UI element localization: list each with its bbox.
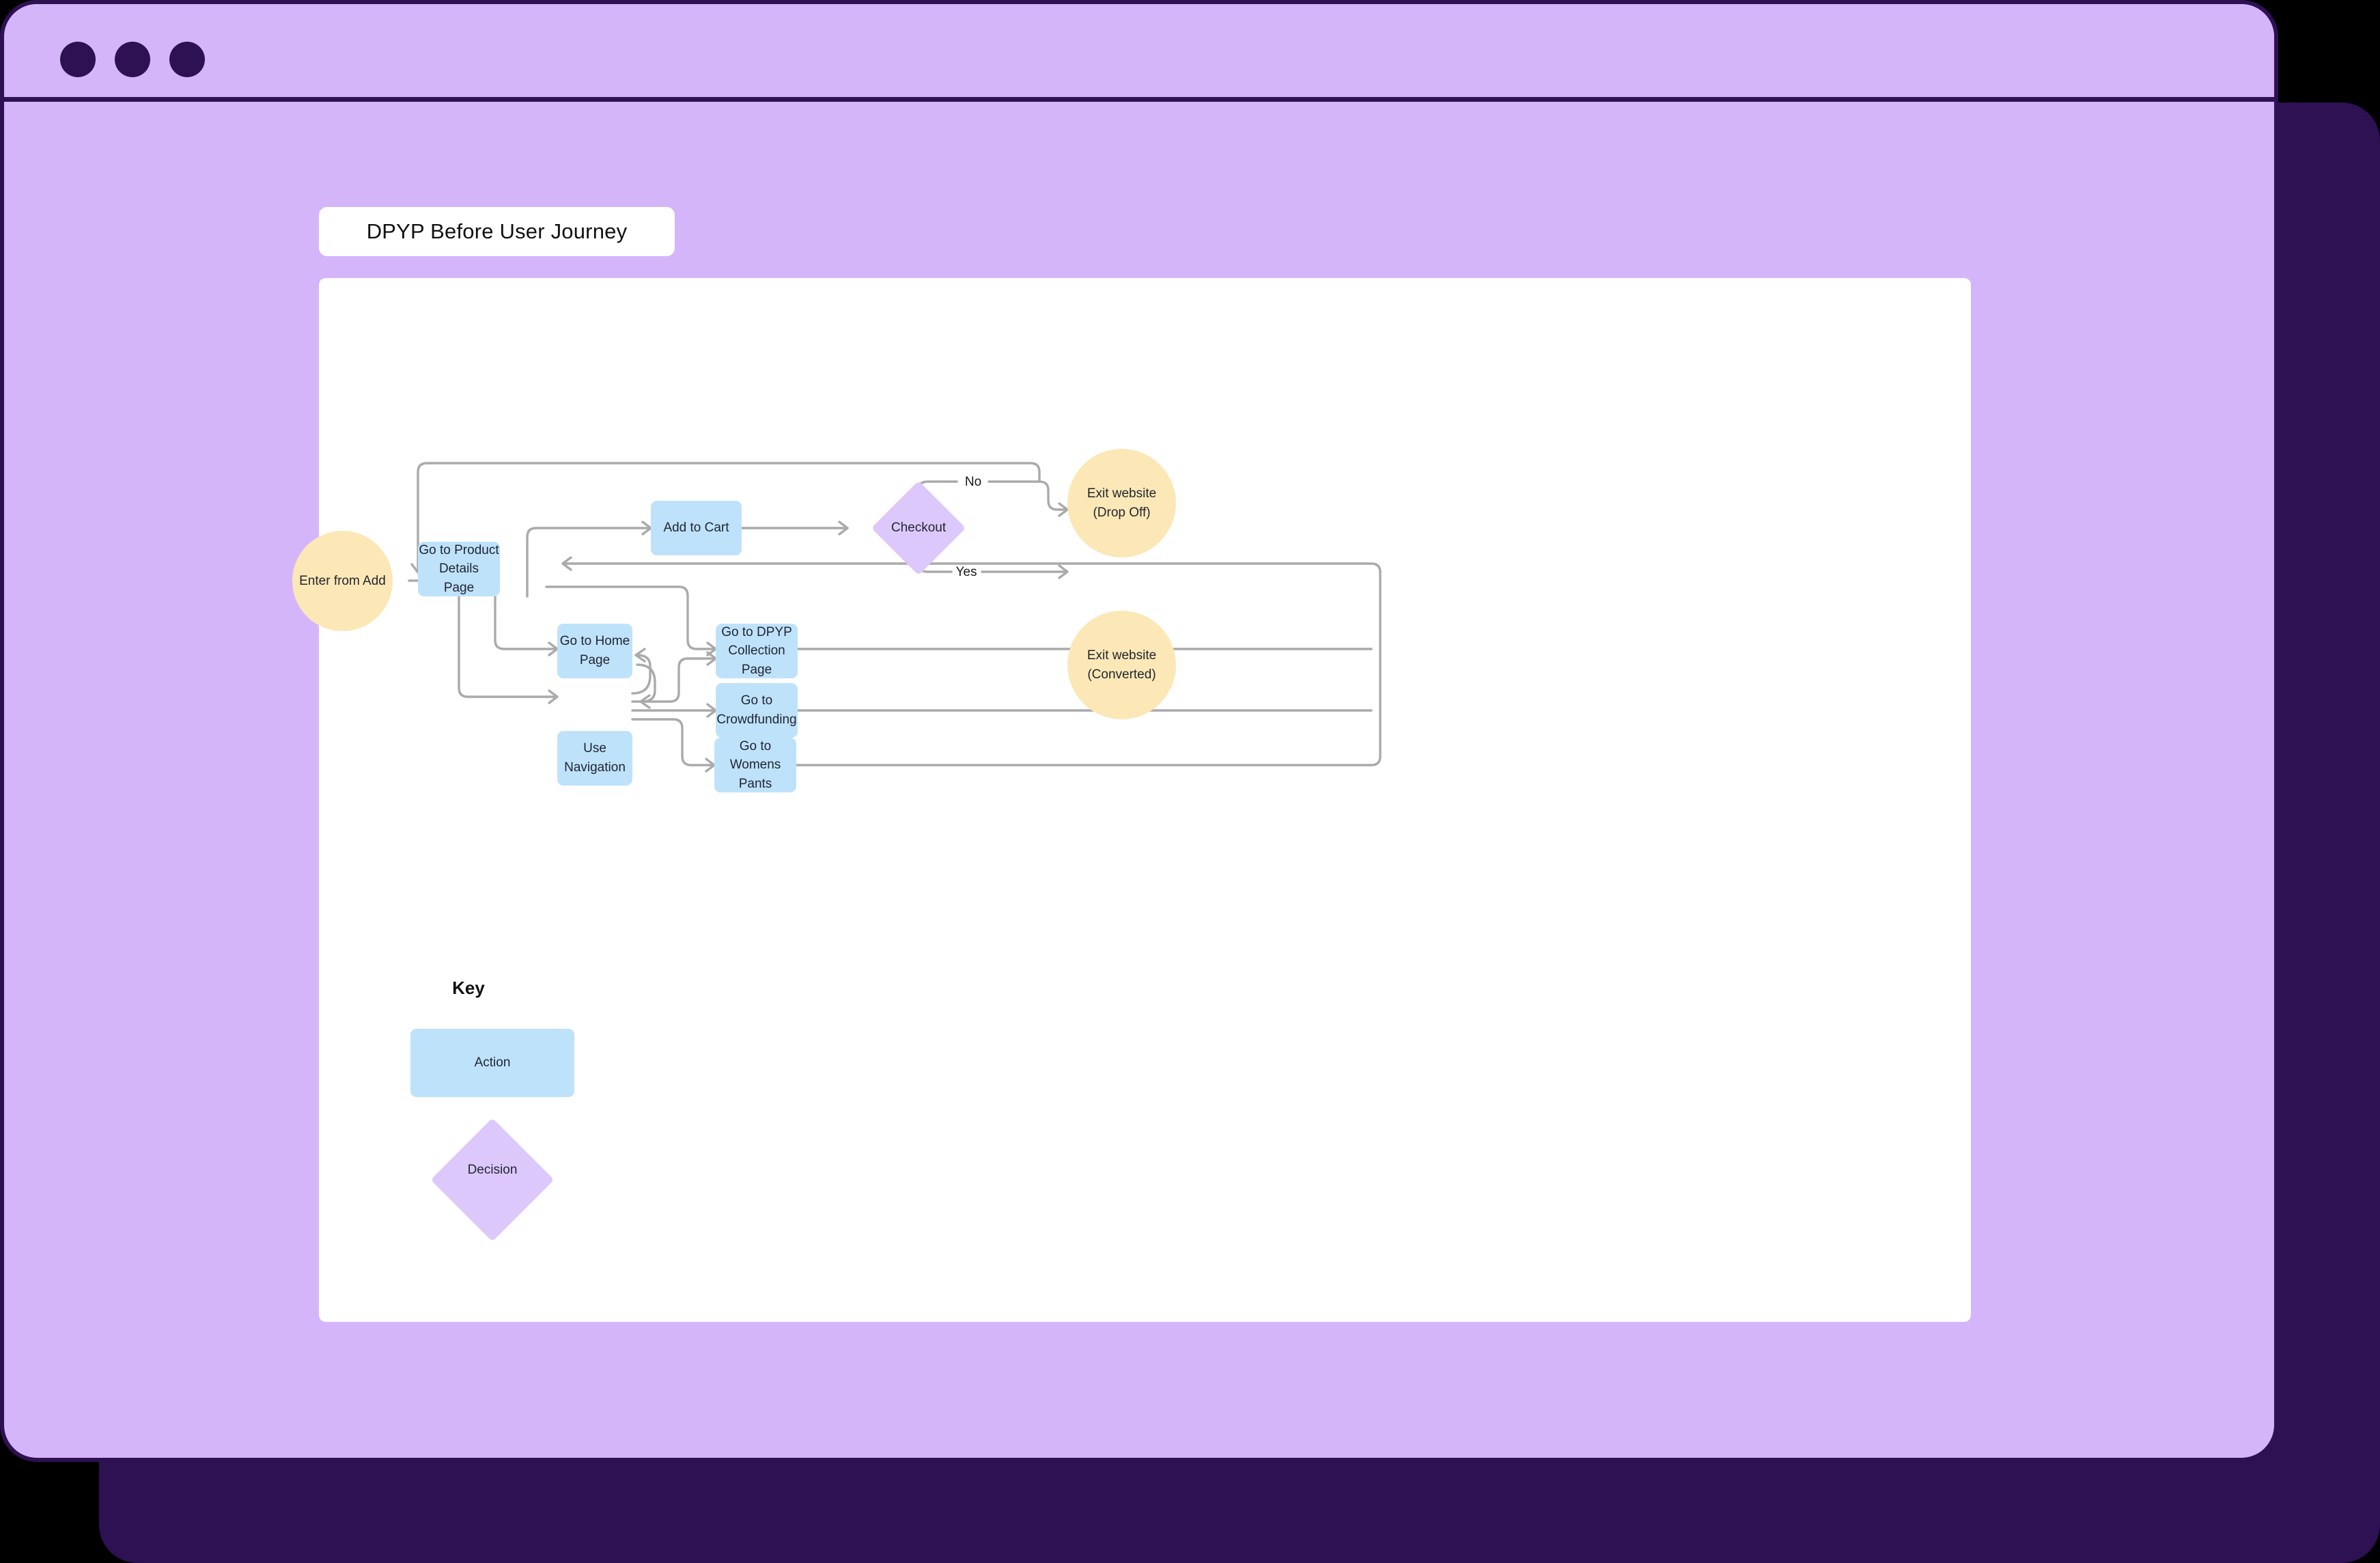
node-go-to-crowdfunding[interactable]: Go to Crowdfunding (716, 683, 798, 738)
edge-nav-to-womens (631, 718, 715, 766)
node-crowd-line2: Crowdfunding (716, 713, 797, 727)
node-crowd-line1: Go to (740, 693, 773, 708)
node-exit-conv-line2: (Converted) (1087, 667, 1156, 682)
node-use-navigation[interactable]: Use Navigation (557, 731, 632, 786)
edge-label-no: No (965, 475, 981, 489)
edge-label-yes: Yes (956, 565, 977, 579)
node-exit-drop-line2: (Drop Off) (1093, 505, 1151, 520)
edge-no-loop-back-to-pdp (417, 462, 1041, 572)
key-action-label: Action (474, 1055, 511, 1070)
browser-window: DPYP Before User Journey No (0, 0, 2278, 1462)
node-addcart-label: Add to Cart (663, 521, 729, 536)
node-home-label: Go to Home Page (559, 634, 630, 667)
edge-no-to-exit-drop (1038, 480, 1067, 511)
node-womens-line2: Pants (738, 776, 772, 791)
node-exit-website-drop-off[interactable]: Exit website (Drop Off) (1067, 449, 1176, 557)
node-go-to-home-page[interactable]: Go to Home Page (557, 624, 632, 678)
node-add-to-cart[interactable]: Add to Cart (651, 501, 742, 555)
node-womens-line1: Go to Womens (729, 738, 781, 773)
node-pdp-line1: Go to Product (419, 542, 499, 557)
minimize-dot-icon[interactable] (115, 42, 150, 77)
edge-trunk-to-pdp (562, 562, 1382, 766)
edge-pdp-to-addcart (526, 527, 652, 598)
key-action-swatch: Action (410, 1029, 574, 1097)
arrowhead-nav-to-home (634, 648, 646, 663)
edge-nav-to-dpyp (631, 657, 716, 703)
node-pdp-line2: Details (438, 562, 479, 577)
flowchart-connectors: No Yes (408, 462, 1382, 773)
window-titlebar (4, 4, 2274, 102)
node-exit-drop-line1: Exit website (1087, 486, 1157, 501)
edge-pdp-to-dpyp (545, 585, 716, 650)
maximize-dot-icon[interactable] (169, 42, 205, 77)
node-enter-from-add[interactable]: Enter from Add (292, 531, 393, 631)
node-nav-label: Use Navigation (564, 741, 626, 775)
node-dpyp-line1: Go to DPYP (721, 624, 792, 639)
node-pdp-line3: Page (443, 580, 475, 595)
node-go-to-womens-pants[interactable]: Go to Womens Pants (714, 738, 796, 792)
edge-nav-to-home (631, 654, 652, 695)
node-go-to-product-details-page[interactable]: Go to Product Details Page (418, 542, 500, 596)
key-heading: Key (452, 978, 485, 998)
page-title[interactable]: DPYP Before User Journey (319, 207, 675, 256)
flowchart-canvas: No Yes (292, 278, 1971, 1322)
node-dpyp-line2: Collection Page (728, 644, 785, 677)
edge-home-to-nav (636, 663, 656, 703)
key-decision-label: Decision (467, 1163, 518, 1177)
arrowhead-addcart-to-checkout (838, 521, 849, 536)
node-exit-website-converted[interactable]: Exit website (Converted) (1067, 611, 1176, 719)
node-checkout-label: Checkout (891, 521, 947, 535)
arrowhead-yes-to-exit-conv (1058, 564, 1069, 579)
arrowhead-pdp-to-nav (548, 689, 559, 704)
edge-pdp-to-nav (458, 595, 558, 698)
node-enter-label: Enter from Add (299, 573, 386, 588)
arrowhead-trunk-to-pdp (561, 556, 572, 571)
node-exit-conv-line1: Exit website (1087, 648, 1157, 663)
edge-pdp-to-home (494, 595, 558, 650)
close-dot-icon[interactable] (60, 42, 96, 77)
node-go-to-dpyp-collection-page[interactable]: Go to DPYP Collection Page (716, 624, 798, 678)
